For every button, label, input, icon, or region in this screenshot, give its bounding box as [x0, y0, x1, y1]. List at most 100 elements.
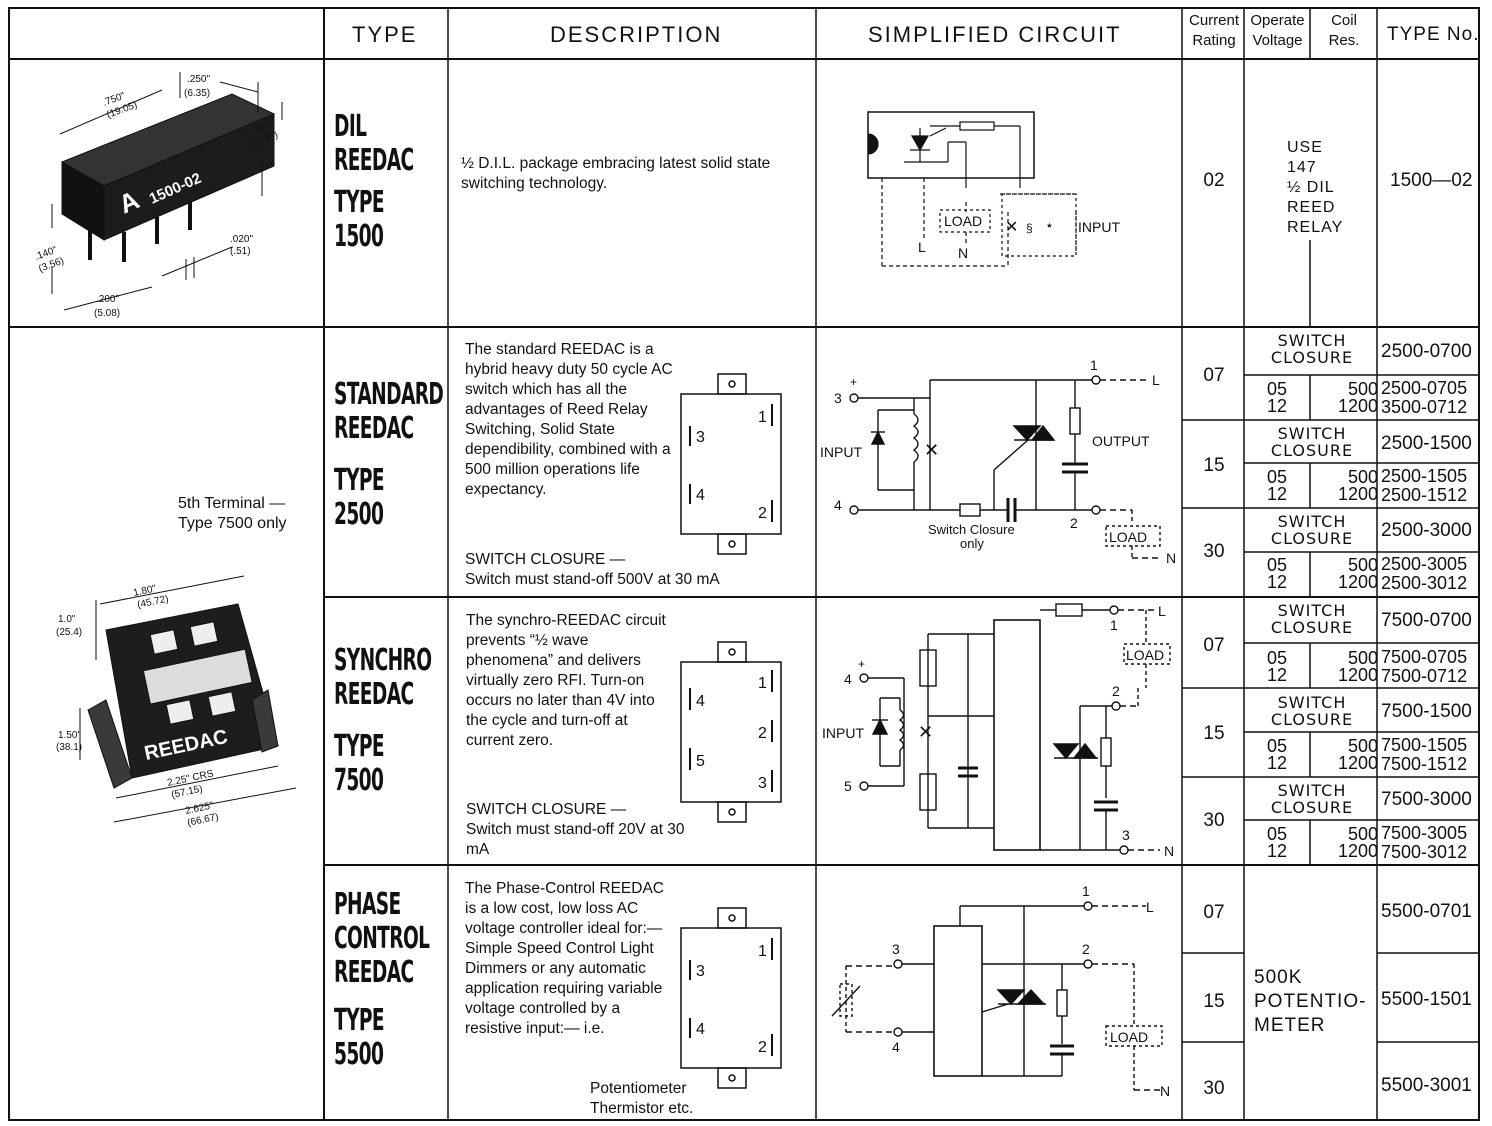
- reedac-dim-10: 1.0": [58, 614, 76, 625]
- dil-dim-635: (6.35): [184, 88, 210, 99]
- standard-circuit-n: N: [1166, 550, 1176, 566]
- phase-no-3001: 5500-3001: [1381, 1075, 1472, 1096]
- phase-current-30: 30: [1203, 1078, 1225, 1099]
- phase-current-07: 07: [1203, 902, 1225, 923]
- standard-circuit-output: OUTPUT: [1092, 433, 1150, 449]
- phase-circuit-t1: 1: [1082, 883, 1090, 899]
- dil-package-drawing: 1500-02 A .750" (19.05) .250" (6.35) .29…: [33, 72, 283, 319]
- dil-circuit-n: N: [958, 245, 968, 261]
- phase-description: The Phase-Control REEDAC is a low cost, …: [465, 880, 664, 1037]
- svg-text:✕: ✕: [1005, 219, 1018, 236]
- synchro-current-15: 15: [1203, 723, 1225, 744]
- synchro-circuit-t4: 4: [844, 671, 852, 687]
- standard-pin-diagram: 1 3 4 2: [680, 373, 782, 555]
- standard-current-15: 15: [1203, 455, 1225, 476]
- phase-circuit-n: N: [1160, 1083, 1170, 1099]
- header-type: TYPE: [352, 22, 418, 47]
- dil-circuit-input: INPUT: [1078, 219, 1120, 235]
- dil-note: USE 147 ½ DIL REED RELAY: [1266, 138, 1347, 238]
- dil-circuit-load: LOAD: [944, 213, 982, 229]
- standard-circuit-note-2: only: [960, 536, 984, 551]
- synchro-pin-5: 5: [696, 753, 705, 770]
- synchro-pin-diagram: 1 4 2 5 3: [680, 641, 782, 823]
- synchro-circuit-t1: 1: [1110, 617, 1118, 633]
- svg-text:✕: ✕: [924, 440, 939, 460]
- phase-examples: Potentiometer Thermistor etc.: [590, 1080, 694, 1117]
- phase-pin-1: 1: [758, 943, 767, 960]
- synchro-current-30: 30: [1203, 810, 1225, 831]
- phase-current-15: 15: [1203, 991, 1225, 1012]
- phase-circuit-t4: 4: [892, 1039, 900, 1055]
- reedac-dim-381: (38.1): [56, 742, 82, 753]
- standard-circuit-note: Switch Closure: [928, 522, 1015, 537]
- synchro-no-7500-3000: 7500-3000: [1381, 789, 1472, 810]
- terminal-note: 5th Terminal — Type 7500 only: [178, 495, 287, 532]
- phase-pin-2: 2: [758, 1039, 767, 1056]
- dil-dim-200: .200": [96, 294, 119, 305]
- dil-dim-020: .020": [230, 234, 253, 245]
- standard-switch-closure: SWITCH CLOSURE — Switch must stand-off 5…: [465, 551, 720, 588]
- phase-no-0701: 5500-0701: [1381, 901, 1472, 922]
- standard-circuit-t3: 3: [834, 390, 842, 406]
- standard-circuit-t4: 4: [834, 497, 842, 513]
- dil-circuit: ✕ § ⋆ LOAD INPUT L N: [867, 111, 1120, 267]
- synchro-pin-4: 4: [696, 693, 705, 710]
- standard-type-name: STANDARD REEDAC TYPE 2500: [334, 377, 444, 532]
- phase-type-name: PHASE CONTROL REEDAC TYPE 5500: [334, 887, 430, 1072]
- dil-dim-508: (5.08): [94, 308, 120, 319]
- standard-circuit-load: LOAD: [1109, 529, 1147, 545]
- phase-circuit-t3: 3: [892, 941, 900, 957]
- standard-circuit-plus: +: [850, 375, 857, 389]
- standard-circuit: ✕ + 3 4 INPUT OUTPUT 1 2 L: [820, 357, 1176, 566]
- dil-dim-51: (.51): [230, 246, 251, 257]
- standard-circuit-t2: 2: [1070, 515, 1078, 531]
- synchro-pin-2: 2: [758, 725, 767, 742]
- phase-note: 500K POTENTIO- METER: [1254, 967, 1367, 1036]
- synchro-switch-closure: SWITCH CLOSURE — Switch must stand-off 2…: [466, 801, 685, 858]
- header-circuit: SIMPLIFIED CIRCUIT: [868, 22, 1122, 47]
- reedac-dim-254: (25.4): [56, 627, 82, 638]
- header-type-no: TYPE No.: [1387, 24, 1480, 45]
- svg-text:§: §: [1026, 221, 1033, 235]
- phase-pin-3: 3: [696, 963, 705, 980]
- standard-no-2500-0700: 2500-0700: [1381, 341, 1472, 362]
- synchro-pin-3: 3: [758, 775, 767, 792]
- phase-pin-4: 4: [696, 1021, 705, 1038]
- phase-circuit: 3 4 1 2 L N LOAD: [831, 883, 1170, 1099]
- standard-pin-1: 1: [758, 409, 767, 426]
- standard-pin-4: 4: [696, 487, 705, 504]
- dil-circuit-l: L: [918, 239, 926, 255]
- svg-text:✕: ✕: [918, 722, 933, 742]
- phase-circuit-l: L: [1146, 899, 1154, 915]
- synchro-circuit-l: L: [1158, 603, 1166, 619]
- reedac-package-drawing: REEDAC 1.80" (45.72) 1.0" (25.4) 1.50" (…: [56, 575, 297, 829]
- synchro-no-7500-1500: 7500-1500: [1381, 701, 1472, 722]
- synchro-type-name: SYNCHRO REEDAC TYPE 7500: [334, 643, 432, 798]
- reedac-dim-150: 1.50": [58, 730, 81, 741]
- synchro-circuit: ✕ + 4 5 I: [822, 603, 1174, 859]
- synchro-current-07: 07: [1203, 635, 1225, 656]
- synchro-pin-1: 1: [758, 675, 767, 692]
- standard-circuit-t1: 1: [1090, 357, 1098, 373]
- standard-circuit-input: INPUT: [820, 444, 862, 460]
